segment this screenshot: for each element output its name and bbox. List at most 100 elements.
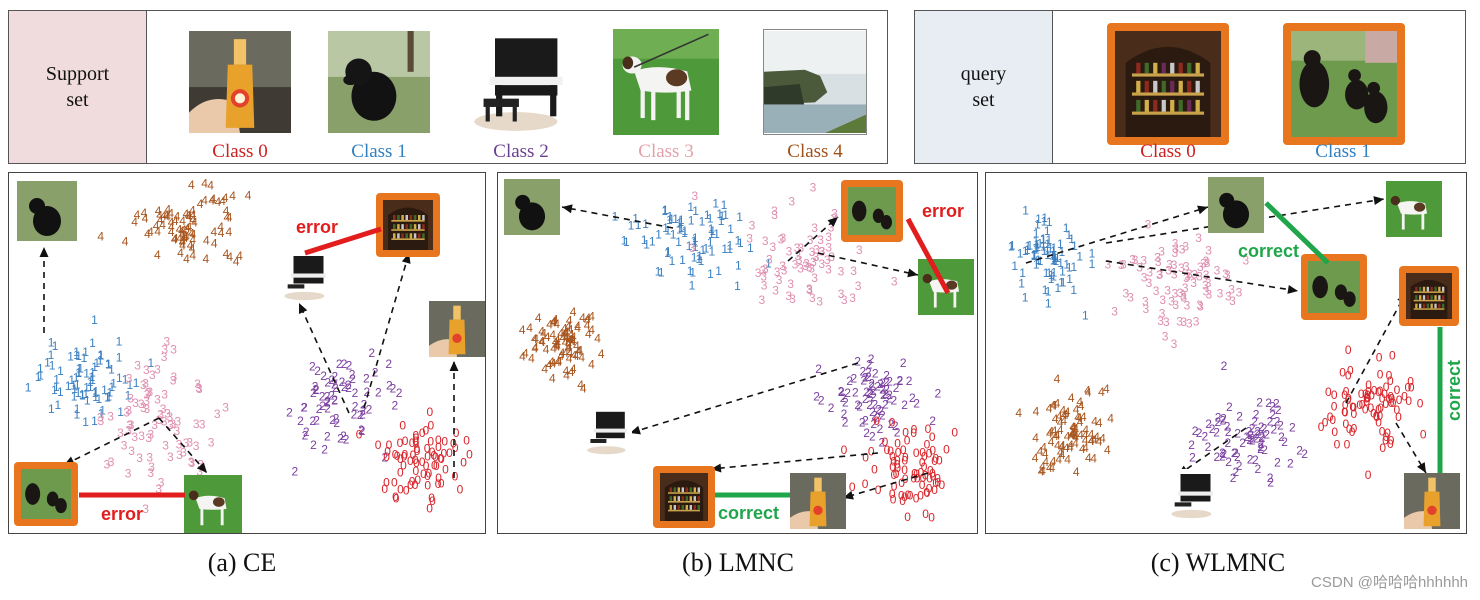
scatter-point: 3 — [1127, 291, 1134, 305]
scatter-point: 0 — [1382, 434, 1389, 448]
scatter-point: 0 — [442, 463, 449, 477]
scatter-point: 3 — [806, 283, 813, 297]
scatter-point: 2 — [1254, 425, 1261, 439]
scatter-point: 1 — [712, 196, 719, 210]
scatter-point: 4 — [1054, 397, 1061, 411]
scatter-point: 0 — [918, 466, 925, 480]
scatter-point: 2 — [883, 375, 890, 389]
scatter-point: 0 — [1373, 409, 1380, 423]
scatter-point: 2 — [337, 431, 344, 445]
scatter-point: 3 — [1224, 268, 1231, 282]
scatter-point: 3 — [1197, 260, 1204, 274]
scatter-point: 3 — [167, 410, 174, 424]
scatter-point: 1 — [727, 239, 734, 253]
scatter-point: 4 — [154, 248, 161, 262]
scatter-point: 2 — [324, 395, 331, 409]
scatter-point: 0 — [894, 458, 901, 472]
scatter-point: 4 — [570, 334, 577, 348]
scatter-point: 4 — [531, 332, 538, 346]
scatter-point: 1 — [735, 234, 742, 248]
scatter-point: 3 — [176, 448, 183, 462]
scatter-point: 4 — [546, 358, 553, 372]
scatter-point: 3 — [849, 291, 856, 305]
scatter-point: 4 — [566, 340, 573, 354]
scatter-point: 4 — [160, 209, 167, 223]
scatter-point: 4 — [183, 207, 190, 221]
scatter-point: 2 — [320, 369, 327, 383]
scatter-point: 3 — [161, 343, 168, 357]
scatter-point: 2 — [302, 428, 309, 442]
scatter-point: 1 — [74, 377, 81, 391]
scatter-point: 3 — [771, 208, 778, 222]
scatter-point: 3 — [1178, 261, 1185, 275]
scatter-point: 0 — [384, 444, 391, 458]
scatter-point: 4 — [1070, 420, 1077, 434]
scatter-point: 2 — [392, 399, 399, 413]
scatter-point: 3 — [176, 437, 183, 451]
scatter-point: 3 — [183, 436, 190, 450]
scatter-point: 2 — [1246, 433, 1253, 447]
scatter-point: 4 — [211, 225, 218, 239]
scatter-point: 2 — [312, 380, 319, 394]
scatter-point: 3 — [1180, 290, 1187, 304]
scatter-point: 3 — [186, 435, 193, 449]
scatter-point: 2 — [892, 419, 899, 433]
scatter-point: 2 — [862, 370, 869, 384]
dashed-arrow — [842, 472, 929, 499]
scatter-point: 2 — [286, 405, 293, 419]
scatter-point: 2 — [332, 370, 339, 384]
scatter-point: 2 — [870, 417, 877, 431]
scatter-point: 3 — [155, 482, 162, 496]
scatter-point: 4 — [1050, 455, 1057, 469]
scatter-point: 2 — [1205, 440, 1212, 454]
scatter-point: 4 — [226, 225, 233, 239]
scatter-point: 2 — [1234, 450, 1241, 464]
scatter-point: 4 — [179, 228, 186, 242]
scatter-point: 2 — [869, 429, 876, 443]
scatter-point: 3 — [825, 241, 832, 255]
scatter-point: 1 — [1041, 215, 1048, 229]
scatter-point: 1 — [718, 214, 725, 228]
scatter-point: 3 — [1243, 254, 1250, 268]
scatter-point: 3 — [1159, 293, 1166, 307]
scatter-point: 1 — [89, 373, 96, 387]
scatter-point: 0 — [428, 491, 435, 505]
scatter-point: 4 — [567, 346, 574, 360]
scatter-point: 0 — [1377, 384, 1384, 398]
scatter-point: 2 — [382, 450, 389, 464]
scatter-point: 4 — [577, 378, 584, 392]
scatter-point: 3 — [193, 439, 200, 453]
scatter-point: 3 — [143, 394, 150, 408]
scatter-point: 4 — [1072, 422, 1079, 436]
scatter-point: 0 — [936, 454, 943, 468]
scatter-point: 2 — [865, 366, 872, 380]
scatter-point: 2 — [331, 393, 338, 407]
scatter-point: 4 — [568, 328, 575, 342]
scatter-point: 1 — [51, 383, 58, 397]
scatter-point: 2 — [851, 371, 858, 385]
scatter-point: 2 — [1246, 424, 1253, 438]
scatter-point: 4 — [551, 315, 558, 329]
scatter-point: 0 — [399, 419, 406, 433]
arrow-head — [39, 247, 49, 257]
scatter-point: 2 — [869, 405, 876, 419]
scatter-point: 2 — [319, 390, 326, 404]
scatter-point: 4 — [568, 365, 575, 379]
scatter-point: 0 — [887, 444, 894, 458]
scatter-point: 2 — [877, 377, 884, 391]
scatter-point: 4 — [1040, 441, 1047, 455]
scatter-point: 4 — [571, 348, 578, 362]
scatter-point: 2 — [1258, 420, 1265, 434]
scatter-point: 4 — [1050, 398, 1057, 412]
scatter-point: 0 — [426, 467, 433, 481]
scatter-point: 3 — [786, 245, 793, 259]
thumb-bar-shelf — [653, 466, 715, 528]
scatter-point: 2 — [891, 394, 898, 408]
scatter-point: 1 — [79, 389, 86, 403]
scatter-point: 1 — [1008, 240, 1015, 254]
scatter-point: 0 — [1390, 396, 1397, 410]
scatter-point: 4 — [1082, 441, 1089, 455]
scatter-point: 0 — [1388, 433, 1395, 447]
match-tag: error — [922, 201, 964, 221]
